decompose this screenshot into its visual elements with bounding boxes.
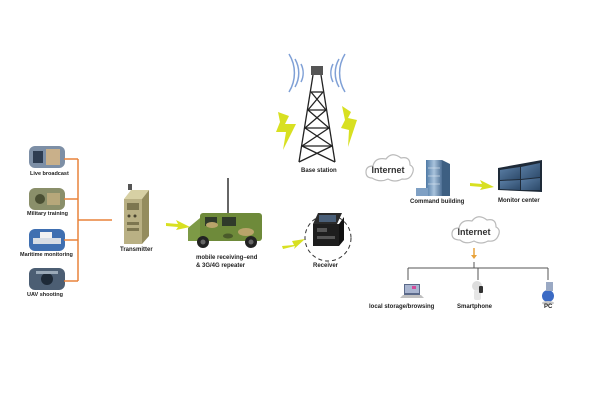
vehicle-label-line2: & 3G/4G repeater — [196, 263, 246, 269]
monitor-center-icon — [498, 160, 542, 192]
source-label-maritime-monitoring: Maritime monitoring — [20, 252, 73, 258]
vehicle-label-line1: mobile receiving–end — [196, 255, 258, 261]
source-thumb-live-broadcast — [29, 146, 65, 168]
source-label-military-training: Military training — [27, 211, 68, 217]
receiver-label: Receiver — [313, 263, 339, 269]
source-thumb-uav-shooting — [29, 268, 65, 290]
vehicle-icon — [188, 178, 262, 248]
transmitter-label: Transmitter — [120, 247, 153, 253]
lightning-icon-building-monitor — [470, 180, 494, 190]
internet-cloud-bottom: Internet — [451, 216, 500, 244]
monitor-center-label: Monitor center — [498, 198, 540, 204]
receiver-device — [304, 213, 352, 262]
lightning-icon-transmitter-vehicle — [166, 220, 190, 230]
base-station-tower — [288, 53, 346, 163]
smartphone-icon — [472, 281, 483, 300]
command-building-label: Command building — [410, 199, 465, 205]
endpoint-label-smartphone: Smartphone — [457, 304, 493, 310]
base-station-label: Base station — [301, 168, 337, 174]
internet-label-bottom: Internet — [457, 227, 490, 237]
lightning-icon-vehicle-tower — [276, 112, 296, 150]
transmitter-device — [124, 184, 149, 244]
lightning-icon-tower-right — [341, 106, 357, 147]
command-building-icon — [416, 160, 450, 196]
source-thumb-maritime-monitoring — [29, 229, 65, 251]
local-storage-icon — [400, 284, 424, 298]
distribution-tree — [407, 262, 549, 280]
down-arrow-icon — [471, 248, 477, 259]
endpoint-label-pc: PC — [544, 304, 553, 310]
internet-cloud-top: Internet — [365, 154, 414, 182]
pc-icon — [542, 282, 554, 305]
source-connector — [64, 158, 112, 282]
lightning-icon-vehicle-receiver — [282, 239, 305, 249]
source-label-uav-shooting: UAV shooting — [27, 292, 63, 298]
internet-label-top: Internet — [371, 165, 404, 175]
endpoint-label-local-storage: local storage/browsing — [369, 304, 435, 310]
source-label-live-broadcast: Live broadcast — [30, 171, 69, 177]
source-thumb-military-training — [29, 188, 65, 210]
